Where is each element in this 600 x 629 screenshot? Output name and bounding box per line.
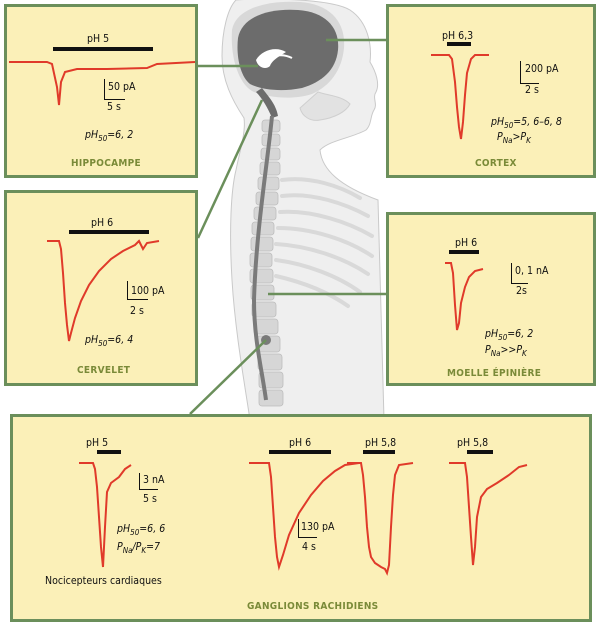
- panel-caption: GANGLIONS RACHIDIENS: [247, 601, 379, 612]
- permeability-ratio: PNa>PK: [497, 131, 531, 146]
- ribs: [274, 177, 374, 308]
- ph-label: pH 6: [455, 237, 478, 249]
- scale-bar: [511, 263, 528, 284]
- scale-x-label: 2 s: [525, 84, 539, 96]
- ph-label-4: pH 5,8: [457, 437, 489, 449]
- brainstem: [256, 88, 278, 118]
- stimulus-bar: [69, 230, 149, 234]
- ph50-value: pH50=6, 4: [85, 334, 134, 349]
- scale-1-y-label: 3 nA: [143, 474, 165, 486]
- panel-cervelet: pH 6 100 pA 2 s pH50=6, 4 CERVELET: [4, 190, 198, 386]
- scale-y-label: 0, 1 nA: [515, 265, 549, 277]
- stimulus-bar-3: [363, 450, 395, 454]
- scale-y-label: 100 pA: [131, 285, 165, 297]
- panel-ganglions-rachidiens: pH 5 3 nA 5 s pH50=6, 6 PNa/PK=7 Nocicep…: [10, 414, 592, 622]
- panel-caption: MOELLE ÉPINIÈRE: [447, 368, 542, 379]
- face-bones: [299, 91, 351, 121]
- stimulus-bar: [449, 250, 479, 254]
- ph-label: pH 5: [87, 33, 110, 45]
- trace-3: [347, 462, 414, 576]
- current-trace: [47, 239, 160, 342]
- scale-bar: [520, 61, 539, 84]
- current-traces: [79, 462, 528, 576]
- current-trace: [431, 54, 489, 140]
- connector-lines: [189, 38, 388, 415]
- spinal-cord: [251, 115, 274, 401]
- panel-caption: HIPPOCAMPE: [71, 158, 141, 169]
- ph-label-2: pH 6: [289, 437, 312, 449]
- panel-caption: CERVELET: [77, 365, 131, 376]
- scale-y-label: 50 pA: [108, 81, 136, 93]
- scale-x-label: 5 s: [107, 101, 121, 113]
- scale-1-x-label: 5 s: [143, 493, 157, 505]
- stimulus-bar: [53, 47, 153, 51]
- scale-bar: [104, 79, 125, 100]
- ph-label-3: pH 5,8: [365, 437, 397, 449]
- stimulus-bar-1: [97, 450, 121, 454]
- ph50-value: pH50=6, 2: [485, 328, 534, 343]
- ph50-value: pH50=5, 6–6, 8: [491, 116, 562, 131]
- nocicepteurs-label: Nocicepteurs cardiaques: [45, 575, 162, 587]
- permeability-ratio: PNa/PK=7: [117, 541, 161, 556]
- scale-2-y-label: 130 pA: [301, 521, 335, 533]
- scale-y-label: 200 pA: [525, 63, 559, 75]
- permeability-ratio: PNa>>PK: [485, 344, 527, 359]
- panel-hippocampe: pH 5 50 pA 5 s pH50=6, 2 HIPPOCAMPE: [4, 4, 198, 178]
- ph-label: pH 6,3: [442, 30, 474, 42]
- scale-bar-2: [298, 519, 317, 538]
- scale-x-label: 2s: [516, 285, 527, 297]
- stimulus-bar-4: [467, 450, 493, 454]
- current-trace: [9, 61, 196, 106]
- panel-cortex: pH 6,3 200 pA 2 s pH50=5, 6–6, 8 PNa>PK …: [386, 4, 596, 178]
- panel-moelle-epiniere: pH 6 0, 1 nA 2s pH50=6, 2 PNa>>PK MOELLE…: [386, 212, 596, 386]
- stimulus-bar-2: [269, 450, 331, 454]
- ph50-value: pH50=6, 6: [117, 523, 166, 538]
- trace-1: [79, 462, 132, 568]
- scale-2-x-label: 4 s: [302, 541, 316, 553]
- trace-2: [249, 462, 360, 571]
- scale-bar: [127, 281, 148, 300]
- current-trace: [445, 262, 484, 331]
- panel-caption: CORTEX: [475, 158, 517, 169]
- scale-bar-1: [139, 473, 158, 490]
- ph-label: pH 6: [91, 217, 114, 229]
- scale-x-label: 2 s: [130, 305, 144, 317]
- trace-4: [449, 462, 528, 566]
- ph-label-1: pH 5: [86, 437, 109, 449]
- stimulus-bar: [447, 42, 471, 46]
- ph50-value: pH50=6, 2: [85, 129, 134, 144]
- brain: [237, 9, 339, 91]
